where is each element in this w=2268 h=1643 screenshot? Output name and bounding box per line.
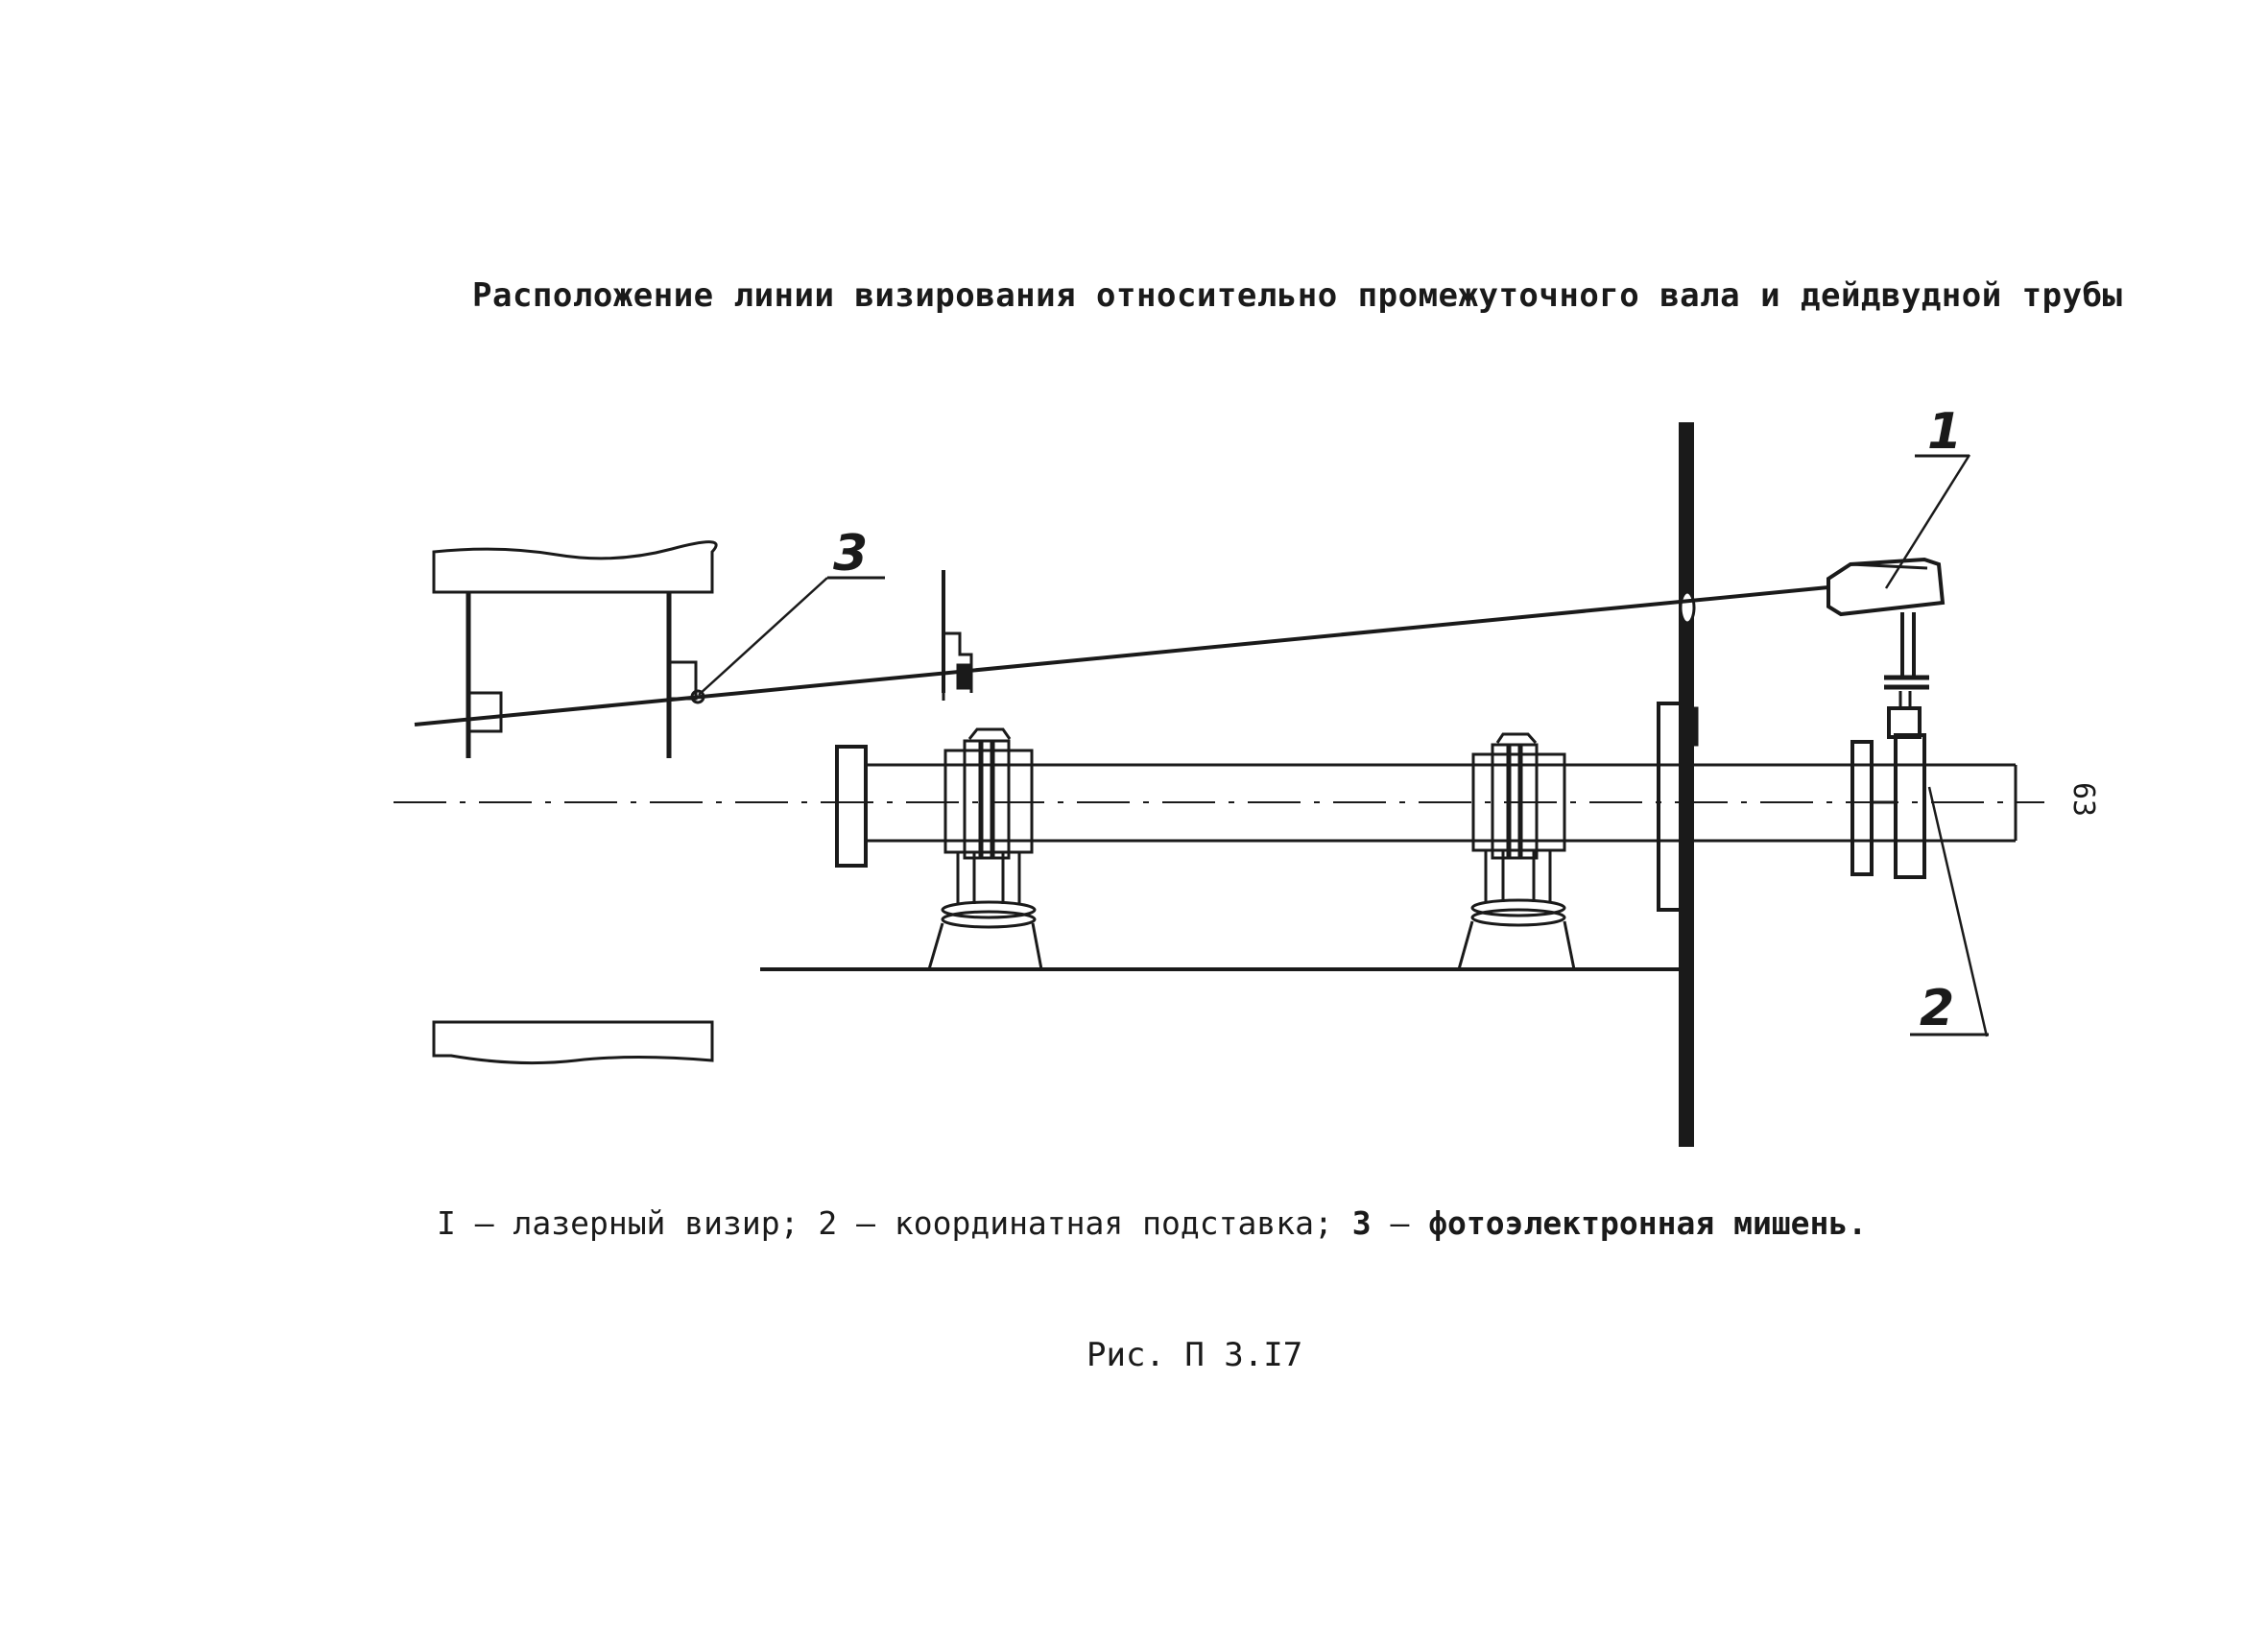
legend-item-1-text: лазерный визир; [513, 1204, 800, 1242]
sight-line [414, 585, 1829, 726]
page-number: 63 [2066, 782, 2100, 818]
legend-item-2-text: координатная подставка; [894, 1204, 1333, 1242]
figure-caption: Рис. П 3.I7 [1086, 1336, 1303, 1374]
target-marker [690, 689, 705, 704]
stern-tube-flange [1850, 733, 1926, 879]
stern-bulkhead [1657, 422, 1699, 1147]
lower-frame-beam [432, 1020, 714, 1065]
figure-legend: I – лазерный визир; 2 – координатная под… [437, 1204, 1867, 1242]
callout-2-label: 2 [1920, 980, 1954, 1037]
callout-leaders [698, 454, 1989, 1037]
figure-title: Расположение линии визирования относител… [472, 276, 2123, 315]
intermediate-bulkhead [942, 570, 973, 701]
upper-frame-beam [432, 540, 718, 758]
legend-item-3-separator: – [1371, 1204, 1429, 1242]
coordinate-stand [1884, 612, 1929, 739]
bearing-2 [1457, 732, 1576, 971]
legend-item-1-separator: – [455, 1204, 513, 1242]
callout-1-label: 1 [1927, 403, 1962, 461]
legend-item-3-number: 3 [1332, 1204, 1372, 1242]
legend-item-2-number: 2 [799, 1204, 838, 1242]
legend-item-2-separator: – [837, 1204, 895, 1242]
legend-item-3-text: фотоэлектронная мишень. [1428, 1204, 1868, 1242]
laser-sight [1826, 557, 1946, 617]
intermediate-shaft [835, 745, 2017, 868]
bearing-1 [927, 727, 1043, 971]
legend-item-1-number: I [437, 1204, 456, 1242]
callout-3-label: 3 [833, 525, 868, 583]
